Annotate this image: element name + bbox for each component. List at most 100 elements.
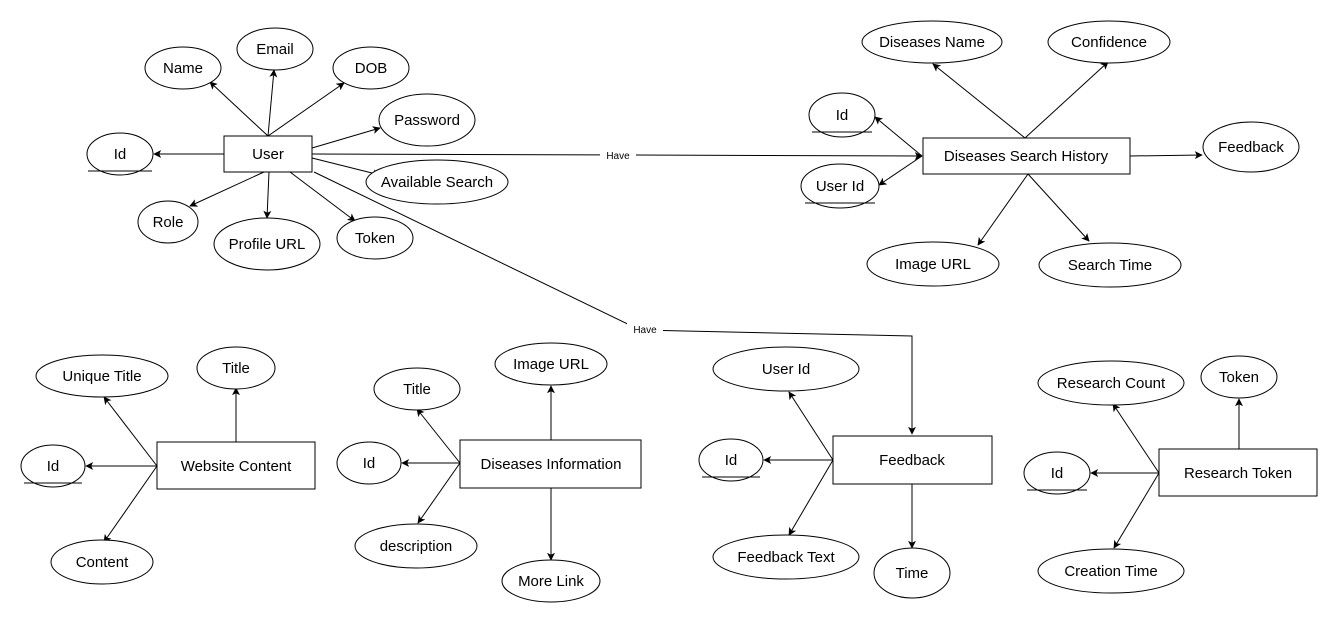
svg-text:Id: Id <box>363 455 376 472</box>
svg-text:Token: Token <box>355 230 395 247</box>
attribute-fb-user-id[interactable]: User Id <box>712 346 860 392</box>
entity-feedback-label: Feedback <box>879 452 945 469</box>
svg-text:Id: Id <box>114 146 127 163</box>
edge-user-dob <box>267 82 345 137</box>
edge-dsh-diseases-name <box>932 63 1026 139</box>
svg-text:Id: Id <box>725 452 738 469</box>
attribute-dsh-user-id[interactable]: User Id <box>800 163 880 209</box>
entity-user-label: User <box>252 146 284 163</box>
svg-text:User Id: User Id <box>816 178 864 195</box>
attribute-wc-id[interactable]: Id <box>20 444 86 488</box>
attribute-dsh-confidence[interactable]: Confidence <box>1047 20 1171 64</box>
attribute-dsh-diseases-name[interactable]: Diseases Name <box>861 20 1003 64</box>
attribute-dsh-id[interactable]: Id <box>808 92 876 138</box>
attribute-fb-time[interactable]: Time <box>873 547 951 599</box>
attribute-di-more-link[interactable]: More Link <box>501 559 601 603</box>
svg-text:Time: Time <box>896 565 929 582</box>
attribute-wc-unique-title[interactable]: Unique Title <box>35 354 169 398</box>
svg-text:DOB: DOB <box>355 60 388 77</box>
edge-user-name <box>209 81 269 137</box>
svg-text:Email: Email <box>256 41 294 58</box>
svg-text:More Link: More Link <box>518 573 584 590</box>
attribute-user-name[interactable]: Name <box>144 46 222 90</box>
entity-user[interactable]: User <box>223 135 313 173</box>
attribute-rt-token[interactable]: Token <box>1200 355 1278 399</box>
attribute-user-available-search[interactable]: Available Search <box>365 159 509 205</box>
edge-user-email <box>267 69 278 137</box>
entity-diseases-information[interactable]: Diseases Information <box>459 439 642 489</box>
attribute-di-id[interactable]: Id <box>336 441 402 485</box>
edge-user-role <box>189 171 265 207</box>
svg-text:Password: Password <box>394 112 460 129</box>
edge-wc-content <box>103 465 158 543</box>
edges <box>85 61 1243 561</box>
attribute-user-role[interactable]: Role <box>137 200 199 244</box>
svg-text:Creation Time: Creation Time <box>1064 563 1157 580</box>
svg-text:Title: Title <box>403 381 431 398</box>
svg-text:Id: Id <box>1051 465 1064 482</box>
attribute-user-dob[interactable]: DOB <box>332 46 410 90</box>
attribute-wc-content[interactable]: Content <box>50 539 154 585</box>
attribute-rt-research-count[interactable]: Research Count <box>1037 360 1185 406</box>
attribute-wc-title[interactable]: Title <box>196 346 276 390</box>
entity-diseases-search-history[interactable]: Diseases Search History <box>922 137 1131 175</box>
entity-research-token[interactable]: Research Token <box>1158 448 1318 497</box>
edge-dsh-feedback <box>1129 151 1203 160</box>
edge-dsh-search-time <box>1027 173 1090 242</box>
svg-text:Unique Title: Unique Title <box>62 368 141 385</box>
attribute-di-description[interactable]: description <box>354 523 478 569</box>
attribute-user-id[interactable]: Id <box>86 132 154 176</box>
edge-dsh-image-url <box>977 173 1029 246</box>
edge-user-profile-url <box>263 171 272 219</box>
svg-text:Profile URL: Profile URL <box>229 236 306 253</box>
edge-dsh-id <box>874 116 923 157</box>
entity-website-content[interactable]: Website Content <box>156 441 316 490</box>
edge-dsh-user-id <box>878 155 923 186</box>
edge-wc-unique-title <box>103 396 158 467</box>
svg-text:Available Search: Available Search <box>381 174 493 191</box>
edge-dsh-confidence <box>1024 61 1109 139</box>
attribute-dsh-feedback[interactable]: Feedback <box>1202 121 1300 173</box>
attribute-user-password[interactable]: Password <box>378 93 476 147</box>
svg-text:Id: Id <box>47 458 60 475</box>
attribute-user-profile-url[interactable]: Profile URL <box>213 217 321 271</box>
edge-di-title <box>416 408 461 464</box>
edge-user-token <box>289 171 356 222</box>
relationship-label-search-history: Have <box>600 148 636 162</box>
svg-text:Name: Name <box>163 60 203 77</box>
svg-text:Image URL: Image URL <box>513 356 589 373</box>
edge-rt-research-count <box>1112 403 1160 474</box>
svg-text:Id: Id <box>836 107 849 124</box>
svg-text:Diseases Name: Diseases Name <box>879 34 985 51</box>
edge-user-password <box>311 126 381 149</box>
svg-text:User Id: User Id <box>762 361 810 378</box>
entity-website-content-label: Website Content <box>181 458 292 475</box>
attribute-fb-id[interactable]: Id <box>698 438 764 482</box>
attribute-user-email[interactable]: Email <box>236 27 314 71</box>
entity-feedback[interactable]: Feedback <box>832 435 993 485</box>
attribute-di-image-url[interactable]: Image URL <box>494 342 608 386</box>
svg-text:Role: Role <box>153 214 184 231</box>
svg-text:Feedback Text: Feedback Text <box>737 549 835 566</box>
relationship-label-text: Have <box>633 325 657 336</box>
edge-di-description <box>417 462 461 524</box>
relationship-label-text: Have <box>606 151 630 162</box>
edge-fb-user-id <box>788 391 834 461</box>
edge-user-feedback <box>313 171 916 435</box>
entity-diseases-search-history-label: Diseases Search History <box>944 148 1109 165</box>
svg-text:description: description <box>380 538 453 555</box>
attribute-dsh-image-url[interactable]: Image URL <box>866 241 1000 287</box>
attribute-dsh-search-time[interactable]: Search Time <box>1038 242 1182 288</box>
svg-text:Content: Content <box>76 554 129 571</box>
entity-research-token-label: Research Token <box>1184 465 1292 482</box>
svg-text:Token: Token <box>1219 369 1259 386</box>
attribute-di-title[interactable]: Title <box>373 367 461 411</box>
attribute-rt-creation-time[interactable]: Creation Time <box>1037 548 1185 594</box>
relationship-label-feedback: Have <box>627 322 663 336</box>
svg-text:Feedback: Feedback <box>1218 139 1284 156</box>
attribute-rt-id[interactable]: Id <box>1023 451 1091 495</box>
attribute-fb-feedback-text[interactable]: Feedback Text <box>712 534 860 580</box>
attribute-user-token[interactable]: Token <box>336 216 414 260</box>
svg-text:Search Time: Search Time <box>1068 257 1152 274</box>
